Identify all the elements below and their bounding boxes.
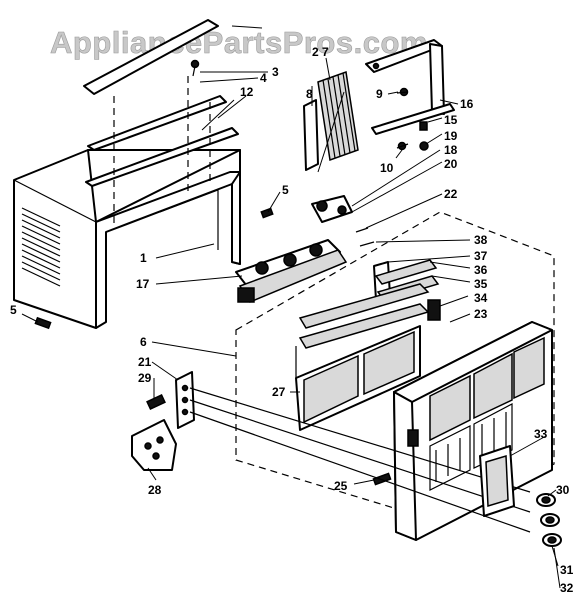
cabinet-side-vents [21, 207, 61, 287]
callout-22: 22 [444, 187, 458, 201]
screw-5-mid [260, 207, 274, 219]
callout-31: 31 [560, 563, 574, 577]
callout-27: 27 [272, 385, 286, 399]
louver-rail-upper [298, 283, 430, 349]
callout-1: 1 [140, 251, 147, 265]
callout-4: 4 [260, 71, 267, 85]
cabinet-housing [13, 149, 241, 329]
callout-7: 7 [322, 45, 329, 59]
callout-38: 38 [474, 233, 488, 247]
callout-16: 16 [460, 97, 474, 111]
callout-3: 3 [272, 65, 279, 79]
filter-27 [295, 325, 421, 431]
spring-29 [146, 393, 166, 411]
callout-32: 32 [560, 581, 574, 595]
callout-10: 10 [380, 161, 394, 175]
callout-15: 15 [444, 113, 458, 127]
callout-5-left: 5 [10, 303, 17, 317]
callout-12: 12 [240, 85, 254, 99]
callout-35: 35 [474, 277, 488, 291]
callout-21: 21 [138, 355, 152, 369]
callout-8: 8 [306, 87, 313, 101]
top-rail [83, 19, 239, 187]
callout-5-mid: 5 [282, 183, 289, 197]
control-panel-33 [479, 445, 515, 517]
callout-2: 2 [312, 45, 319, 59]
callout-labels: 3 4 12 8 2 7 9 16 15 19 10 18 20 22 5 38… [10, 45, 574, 595]
callout-30: 30 [556, 483, 570, 497]
screw-10 [396, 141, 409, 151]
screw-5-left [34, 316, 52, 330]
knobs-30-31-32 [536, 493, 562, 547]
knob-shaft-25 [372, 472, 392, 486]
callout-33: 33 [534, 427, 548, 441]
clip-15-19 [419, 121, 429, 151]
mounting-bracket-28 [131, 419, 177, 471]
callout-18: 18 [444, 143, 458, 157]
callout-17: 17 [136, 277, 150, 291]
motor-bracket-18 [311, 195, 353, 223]
callout-20: 20 [444, 157, 458, 171]
baffle-7 [317, 70, 359, 162]
callout-34: 34 [474, 291, 488, 305]
callout-36: 36 [474, 263, 488, 277]
panel-8 [303, 99, 319, 171]
callout-37: 37 [474, 249, 488, 263]
control-plate-21 [175, 371, 195, 429]
screw-9 [396, 87, 409, 97]
callout-19: 19 [444, 129, 458, 143]
callout-29: 29 [138, 371, 152, 385]
bracket-16 [371, 103, 455, 135]
callout-28: 28 [148, 483, 162, 497]
callout-6: 6 [140, 335, 147, 349]
callout-25: 25 [334, 479, 348, 493]
screw-3 [190, 59, 200, 77]
watermark-text: AppliancePartsPros.com [50, 25, 428, 60]
blower-assembly-17 [235, 239, 348, 303]
callout-9: 9 [376, 87, 383, 101]
callout-23: 23 [474, 307, 488, 321]
leader-lines [21, 25, 561, 589]
